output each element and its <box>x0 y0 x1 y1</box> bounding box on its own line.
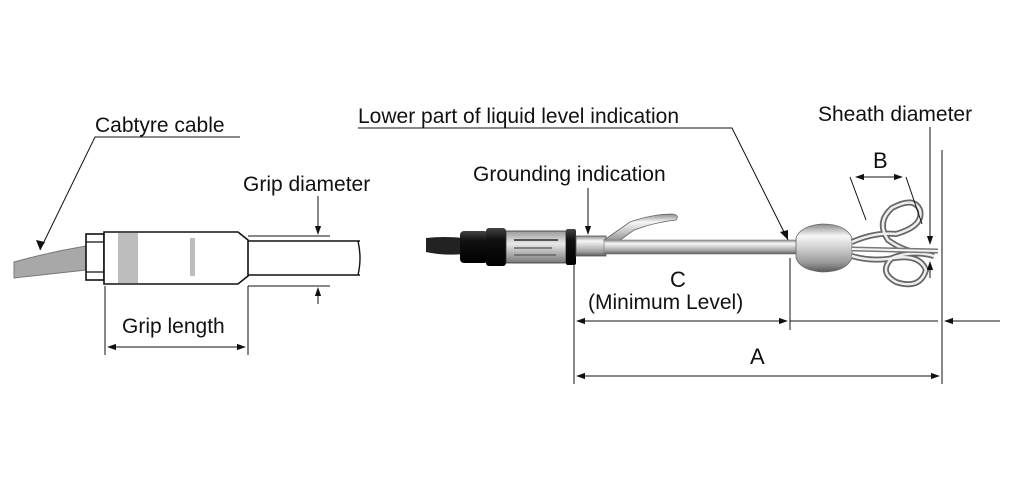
sensor-cable-end <box>426 237 464 255</box>
grip-sheath-tube <box>248 240 360 276</box>
label-dim-c: C <box>670 267 686 292</box>
sensor-bulb <box>795 223 853 273</box>
label-grip-diameter: Grip diameter <box>243 173 370 196</box>
label-sheath-diameter: Sheath diameter <box>818 103 972 126</box>
cabtyre-cable-shape <box>13 245 87 279</box>
label-grip-length: Grip length <box>122 315 225 338</box>
grip-drawing <box>13 136 361 355</box>
label-dim-a: A <box>750 344 765 369</box>
label-dim-b: B <box>873 148 888 173</box>
label-min-level: (Minimum Level) <box>588 291 743 314</box>
cable-gland-nut <box>85 233 105 281</box>
sensor-collar <box>575 235 607 257</box>
grip-band <box>118 233 138 283</box>
label-grounding: Grounding indication <box>473 163 666 186</box>
grip-body <box>103 231 249 285</box>
grip-mark <box>190 238 195 276</box>
sensor-head-cap <box>460 231 488 263</box>
sensor-drawing <box>358 127 1000 384</box>
sensor-rod <box>603 239 801 255</box>
grounding-lever <box>603 213 678 247</box>
sensor-label-band <box>505 230 567 264</box>
sensor-coil <box>850 199 939 288</box>
label-lower-part: Lower part of liquid level indication <box>358 105 679 128</box>
label-cabtyre-cable: Cabtyre cable <box>95 114 225 137</box>
